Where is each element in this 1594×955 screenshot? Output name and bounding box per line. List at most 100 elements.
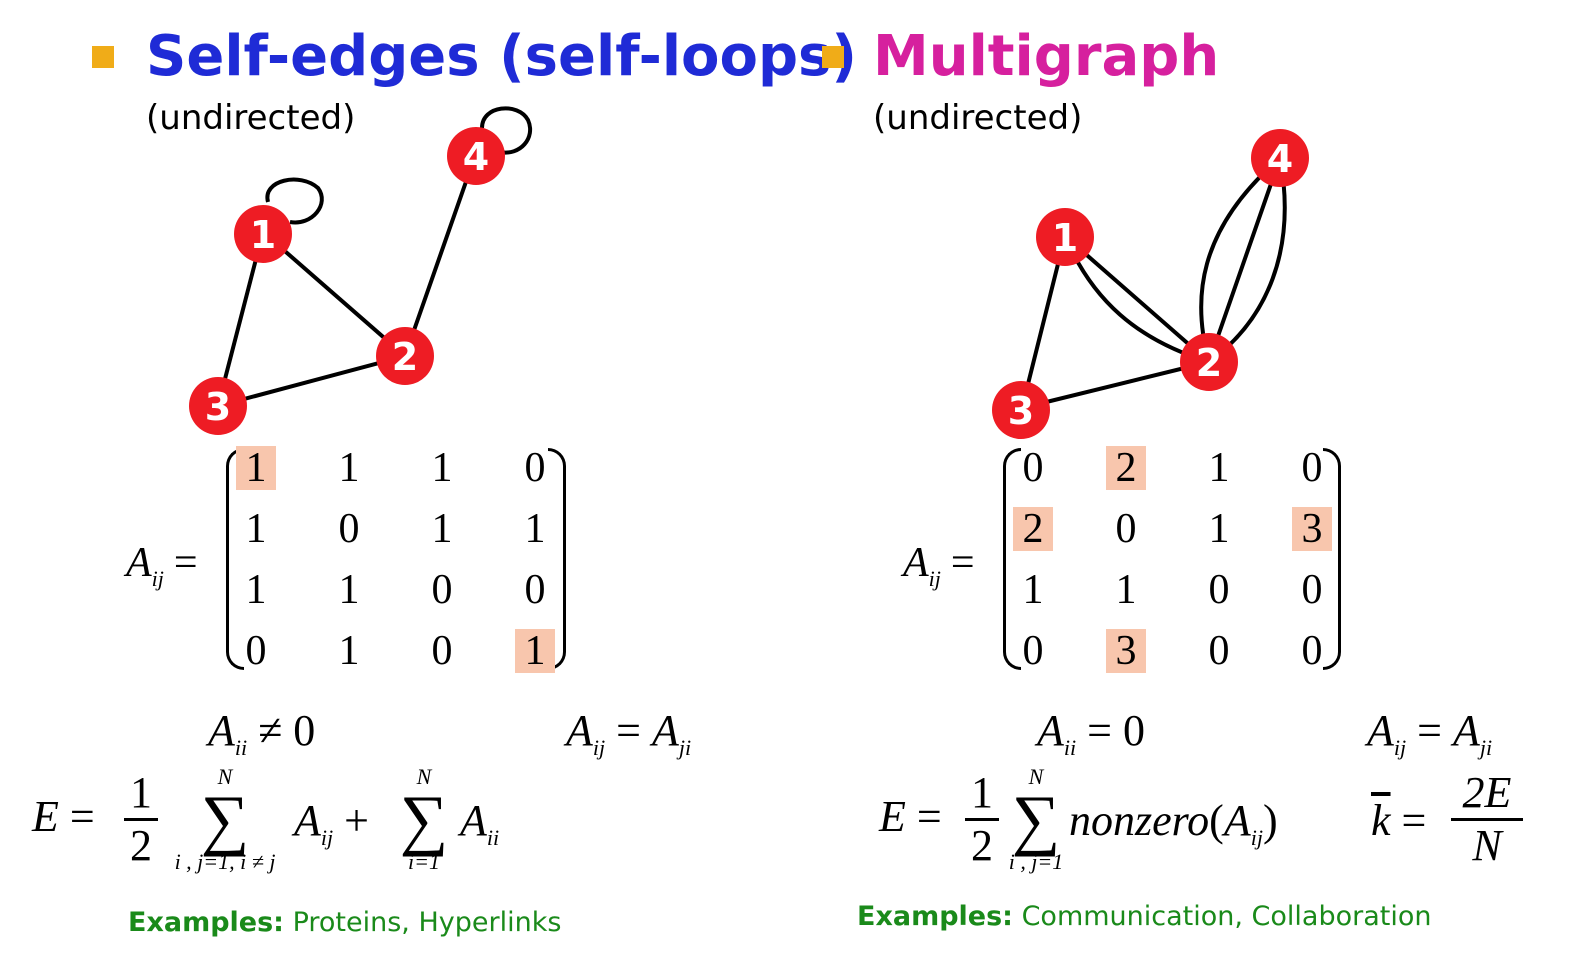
matrix-cell: 0 <box>1301 445 1323 491</box>
self-loop-graph: 1 2 3 4 <box>189 106 532 435</box>
aii-formula: Aii ≠ 0 <box>208 706 315 773</box>
matrix-eq: = <box>173 540 198 586</box>
matrix-cell: 0 <box>1022 445 1044 491</box>
term2-sub: ii <box>486 825 500 850</box>
matrix-cell: 0 <box>1115 506 1137 552</box>
term2-A: A <box>460 796 487 845</box>
matrix-cell: 0 <box>338 506 360 552</box>
frac-bar <box>965 818 999 821</box>
kbar-num: 2E <box>1462 768 1512 817</box>
term1-sub: ij <box>320 825 334 850</box>
sym-sub2: ji <box>678 735 692 760</box>
matrix-cell: 1 <box>1208 445 1230 491</box>
sum-ij: N ∑ i , j=1, i ≠ j <box>160 766 290 874</box>
matrix-cell: 1 <box>1208 506 1230 552</box>
one-half-fraction: 1 2 <box>965 770 999 869</box>
sum-lower: i=1 <box>408 849 440 874</box>
matrix-cell: 1 <box>245 567 267 613</box>
sigma-symbol: ∑ <box>1011 781 1061 857</box>
left-title: Self-edges (self-loops) <box>146 24 857 89</box>
right-subtitle: (undirected) <box>873 98 1083 138</box>
matrix-cell: 0 <box>1022 628 1044 674</box>
node-1: 1 <box>234 205 292 263</box>
sym-A2: A <box>1452 706 1480 755</box>
E-eq: = <box>916 792 942 841</box>
term-aii: Aii <box>460 796 499 863</box>
node-label: 1 <box>1052 216 1078 260</box>
sym-sub2: ji <box>1479 735 1493 760</box>
edge-1-2 <box>261 230 407 358</box>
nonzero-A: A <box>1223 796 1251 845</box>
matrix-label: Aij= <box>903 538 975 604</box>
left-examples: Examples: Proteins, Hyperlinks <box>128 906 561 940</box>
matrix-cell: 1 <box>245 506 267 552</box>
one-half-fraction: 1 2 <box>124 770 158 869</box>
aii-rhs: = 0 <box>1076 706 1145 755</box>
nonzero-term: nonzero(Aij) <box>1069 796 1278 863</box>
node-label: 1 <box>250 213 276 257</box>
edge-count-lhs: E = <box>32 792 95 842</box>
sym-eq: = <box>605 706 652 755</box>
node-label: 3 <box>205 385 231 429</box>
sym-eq: = <box>1406 706 1453 755</box>
matrix-label-A: A <box>903 540 929 586</box>
term-aij: Aij + <box>294 796 369 863</box>
matrix-cell: 1 <box>236 446 276 490</box>
matrix-eq: = <box>950 540 975 586</box>
matrix-cell: 0 <box>1301 567 1323 613</box>
matrix-label: Aij= <box>126 538 198 604</box>
node-label: 3 <box>1008 389 1034 433</box>
sym-A1: A <box>1367 706 1394 755</box>
sum-lower: i , j=1, i ≠ j <box>174 849 276 874</box>
sym-sub1: ij <box>1393 735 1407 760</box>
examples-label: Examples: <box>128 907 284 938</box>
matrix-cell: 1 <box>524 506 546 552</box>
edge-1-2-a <box>1063 234 1211 364</box>
matrix-cell: 3 <box>1292 507 1332 551</box>
matrix-cell: 0 <box>524 445 546 491</box>
node-label: 4 <box>1267 137 1293 181</box>
sym-A1: A <box>566 706 593 755</box>
bullet-square-icon <box>92 46 114 68</box>
avg-degree-lhs: k = <box>1371 796 1426 846</box>
matrix-cell: 1 <box>338 628 360 674</box>
matrix-cell: 1 <box>338 445 360 491</box>
node-3: 3 <box>992 381 1050 439</box>
right-examples: Examples: Communication, Collaboration <box>857 900 1431 934</box>
frac-den: 2 <box>971 821 993 870</box>
node-3: 3 <box>189 377 247 435</box>
symmetry-formula: Aij = Aji <box>1367 706 1492 773</box>
sigma-symbol: ∑ <box>399 781 449 857</box>
right-panel: Multigraph (undirected) 1 2 3 4 <box>797 0 1594 955</box>
node-2: 2 <box>376 327 434 385</box>
matrix-cell: 0 <box>431 628 453 674</box>
examples-text: Communication, Collaboration <box>1012 901 1432 932</box>
node-label: 4 <box>463 135 489 179</box>
left-subtitle: (undirected) <box>146 98 356 138</box>
matrix-cell: 1 <box>1022 567 1044 613</box>
aii-rhs: ≠ 0 <box>247 706 316 755</box>
nonzero-fn: nonzero <box>1069 796 1210 845</box>
paren-close: ) <box>1262 796 1278 845</box>
edge-2-4-a <box>1207 157 1282 363</box>
edge-2-4 <box>403 155 477 357</box>
E-eq: = <box>69 792 95 841</box>
node-1: 1 <box>1036 208 1094 266</box>
paren-open: ( <box>1209 796 1224 845</box>
matrix-cell: 2 <box>1106 446 1146 490</box>
sum-lower: i , j=1 <box>1008 849 1064 874</box>
matrix-label-A: A <box>126 540 152 586</box>
sigma-symbol: ∑ <box>200 781 250 857</box>
E-symbol: E <box>879 792 906 841</box>
matrix-cell: 0 <box>524 567 546 613</box>
sum-upper: N <box>217 764 233 789</box>
matrix-cell: 3 <box>1106 629 1146 673</box>
edge-3-2 <box>217 354 406 408</box>
frac-num: 1 <box>971 768 993 817</box>
aii-A: A <box>1037 706 1064 755</box>
frac-bar <box>1451 818 1523 821</box>
matrix-cell: 0 <box>1208 567 1230 613</box>
kbar-den: N <box>1472 821 1502 870</box>
matrix-cell: 1 <box>515 629 555 673</box>
right-title: Multigraph <box>873 24 1220 89</box>
